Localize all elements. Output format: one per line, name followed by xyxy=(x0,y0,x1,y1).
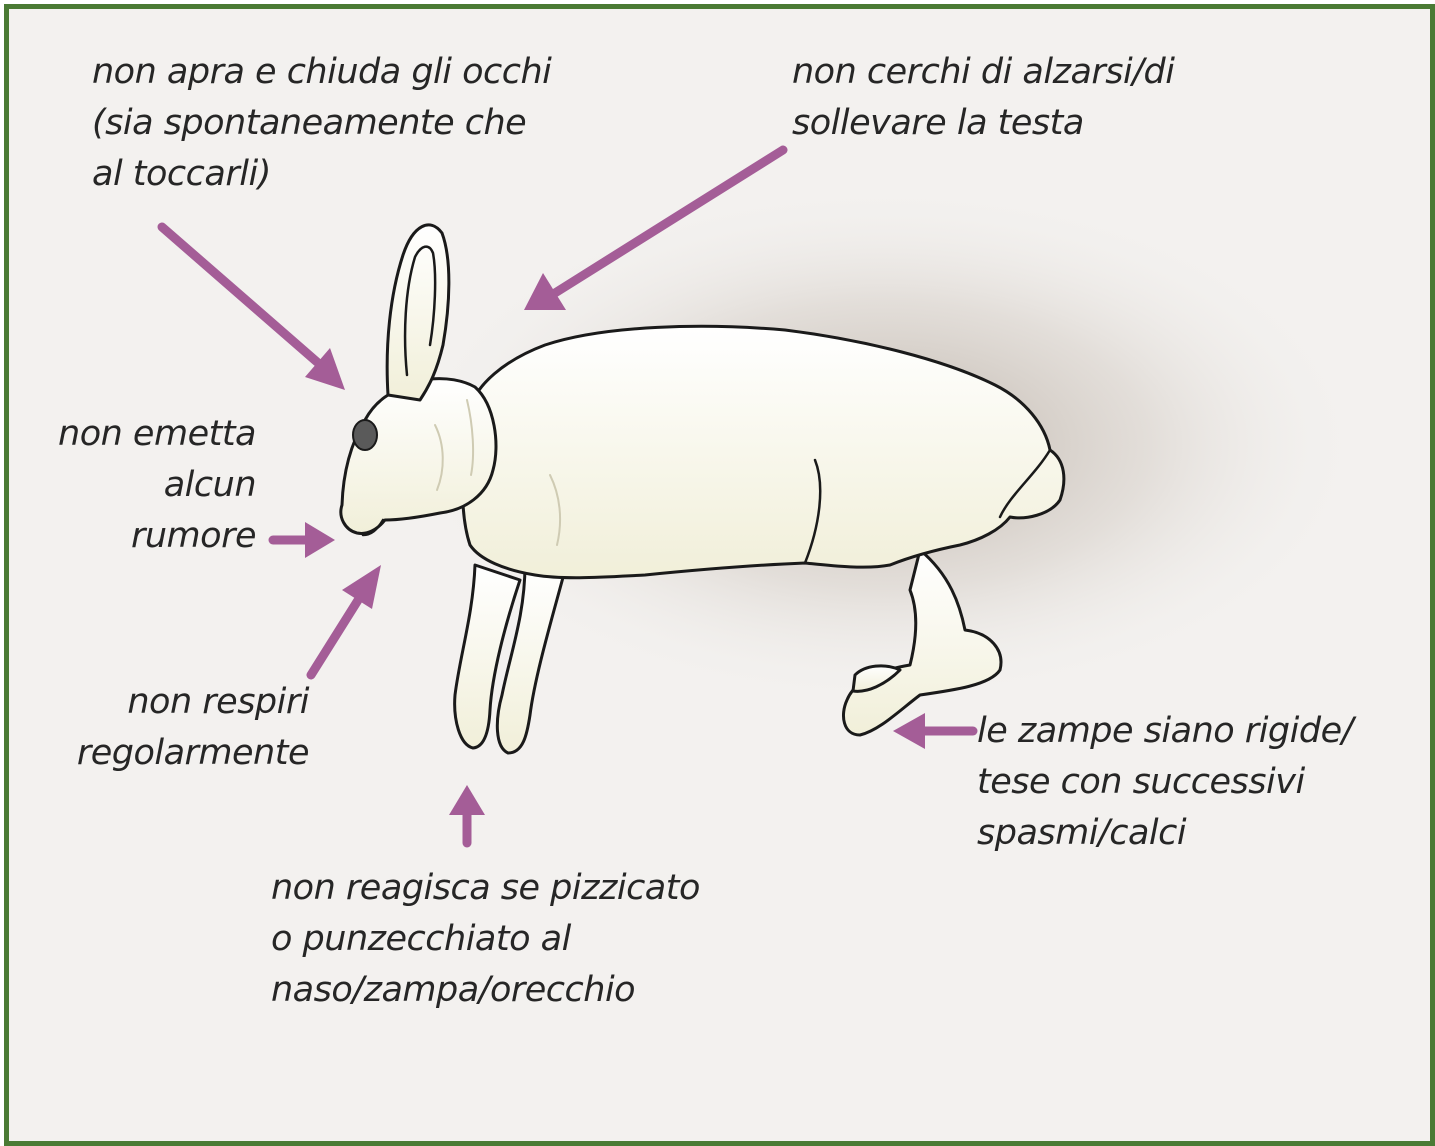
label-reaction: non reagisca se pizzicato o punzecchiato… xyxy=(271,863,700,1016)
label-legs: le zampe siano rigide/ tese con successi… xyxy=(977,706,1353,859)
label-noise: non emetta alcun rumore xyxy=(29,409,256,562)
rabbit-eye xyxy=(353,420,377,450)
arrow-reaction xyxy=(449,785,485,843)
arrow-noise xyxy=(273,522,335,558)
label-head: non cerchi di alzarsi/di sollevare la te… xyxy=(792,47,1175,149)
label-eyes: non apra e chiuda gli occhi (sia spontan… xyxy=(92,47,551,200)
arrow-legs xyxy=(893,713,973,749)
label-breathing: non respiri regolarmente xyxy=(49,677,309,779)
diagram-frame: non apra e chiuda gli occhi (sia spontan… xyxy=(4,4,1435,1146)
arrow-eyes xyxy=(162,227,345,390)
arrow-breathing xyxy=(311,565,381,675)
